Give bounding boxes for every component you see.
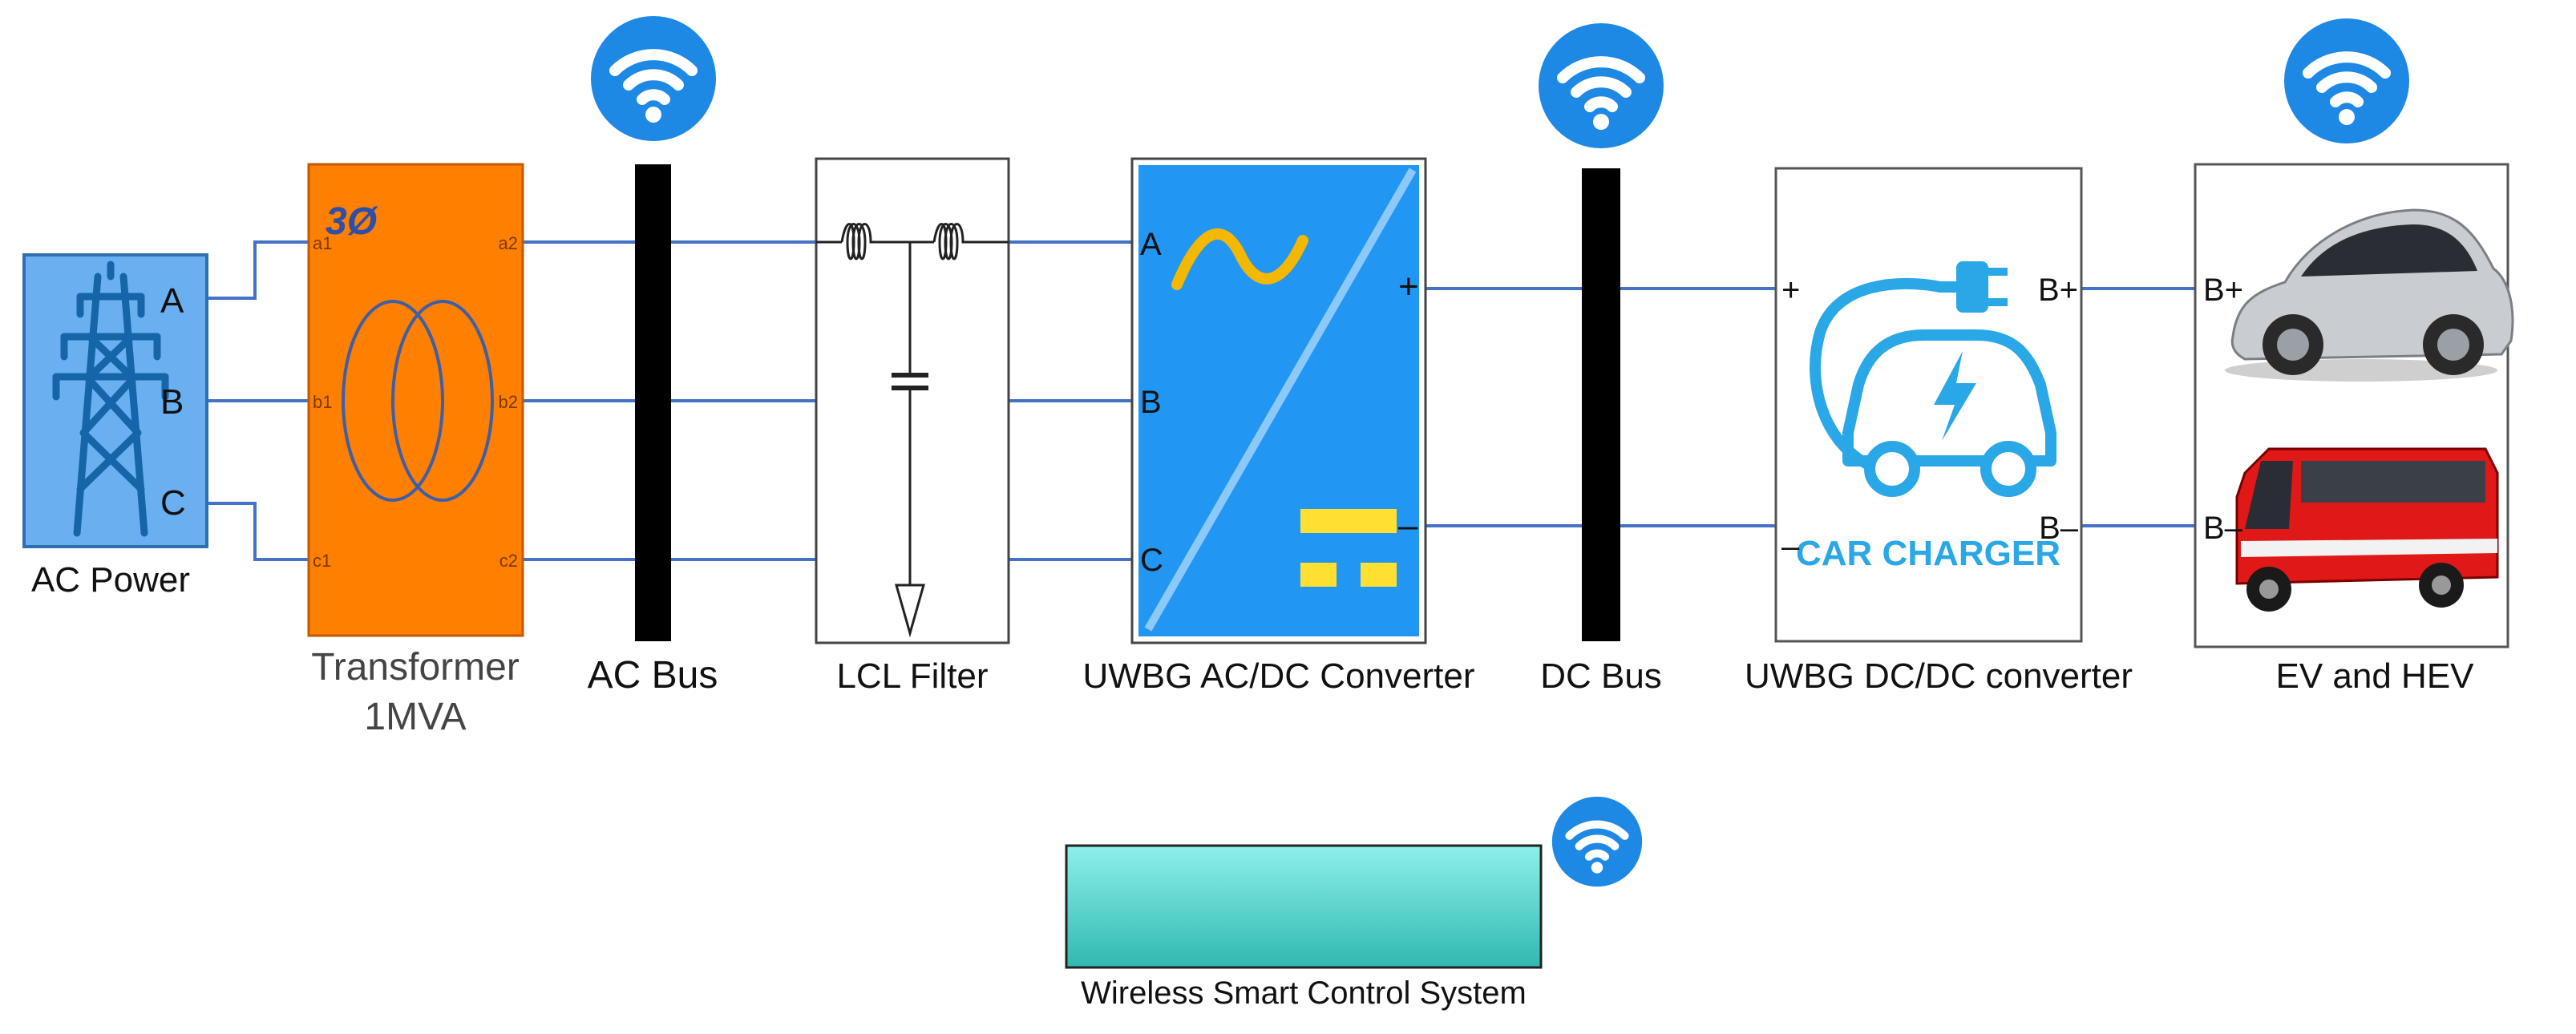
dc-bus-block[interactable]: DC Bus (1540, 168, 1662, 696)
port-b-plus: B+ (2203, 273, 2243, 308)
bus-icon (2235, 447, 2499, 612)
port-b: B (1140, 385, 1162, 420)
port-plus: + (1398, 267, 1419, 306)
dcdc-converter-block[interactable]: CAR CHARGER + – B+ B– UWBG DC/DC convert… (1745, 167, 2133, 696)
wifi-icon (1552, 797, 1642, 887)
dc-bus-label: DC Bus (1540, 656, 1662, 696)
port-c-label: C (160, 483, 186, 523)
ac-power-label: AC Power (31, 560, 190, 600)
car-charger-text: CAR CHARGER (1796, 534, 2060, 573)
capacitor-symbol (892, 242, 928, 585)
wifi-icon (591, 16, 716, 141)
transmission-tower-icon (52, 261, 169, 537)
wifi-icon (2284, 18, 2409, 143)
transformer-block[interactable]: 3Ø a1 b1 c1 a2 b2 c2 Transformer 1MVA (307, 163, 524, 738)
port-a: A (1140, 227, 1162, 262)
port-minus: – (1781, 529, 1800, 564)
port-b-plus: B+ (2038, 273, 2078, 308)
port-b1: b1 (313, 392, 332, 412)
converter-diagonal (1144, 168, 1417, 632)
control-system-label: Wireless Smart Control System (1081, 975, 1527, 1011)
ground-icon (895, 584, 925, 638)
wire-a-in (207, 240, 309, 300)
port-a-label: A (160, 281, 184, 321)
dcdc-converter-label: UWBG DC/DC converter (1745, 656, 2133, 696)
lcl-filter-block[interactable]: LCL Filter (815, 157, 1010, 696)
dc-symbol-icon (1300, 509, 1397, 587)
three-phase-symbol: 3Ø (326, 200, 378, 243)
port-b-minus: B– (2203, 511, 2243, 546)
port-b2: b2 (499, 392, 518, 412)
acdc-converter-label: UWBG AC/DC Converter (1083, 656, 1475, 696)
wire-c-in (207, 502, 309, 561)
car-icon (2225, 208, 2514, 382)
ac-power-block[interactable]: A B C AC Power (22, 253, 208, 600)
transformer-winding-1 (342, 300, 444, 502)
wifi-icon (1539, 23, 1664, 148)
transformer-winding-2 (391, 300, 494, 502)
transformer-label-line2: 1MVA (364, 696, 466, 738)
port-a2: a2 (499, 233, 518, 253)
plug-icon (1956, 261, 2008, 313)
car-charger-icon (1810, 277, 2056, 497)
lcl-filter-label: LCL Filter (836, 656, 988, 696)
port-c1: c1 (313, 551, 331, 571)
lightning-icon (1934, 351, 1976, 441)
transformer-label-line1: Transformer (311, 646, 520, 689)
ac-sine-icon (1171, 228, 1308, 290)
port-b-label: B (160, 382, 184, 422)
port-minus: – (1398, 506, 1418, 545)
ev-hev-label: EV and HEV (2275, 656, 2474, 696)
acdc-converter-block[interactable]: A B C + – UWBG AC/DC Converter (1083, 157, 1475, 696)
control-system-block[interactable]: Wireless Smart Control System (1065, 844, 1543, 1011)
port-a1: a1 (313, 233, 332, 253)
ev-hev-block[interactable]: B+ B– EV and HEV (2194, 163, 2514, 696)
ac-bus-label: AC Bus (588, 654, 718, 697)
port-c2: c2 (499, 551, 518, 571)
ac-bus-block[interactable]: AC Bus (588, 164, 718, 697)
port-c: C (1140, 543, 1163, 578)
inductor-symbol (816, 223, 1009, 261)
port-b-minus: B– (2039, 511, 2079, 546)
port-plus: + (1781, 273, 1800, 308)
